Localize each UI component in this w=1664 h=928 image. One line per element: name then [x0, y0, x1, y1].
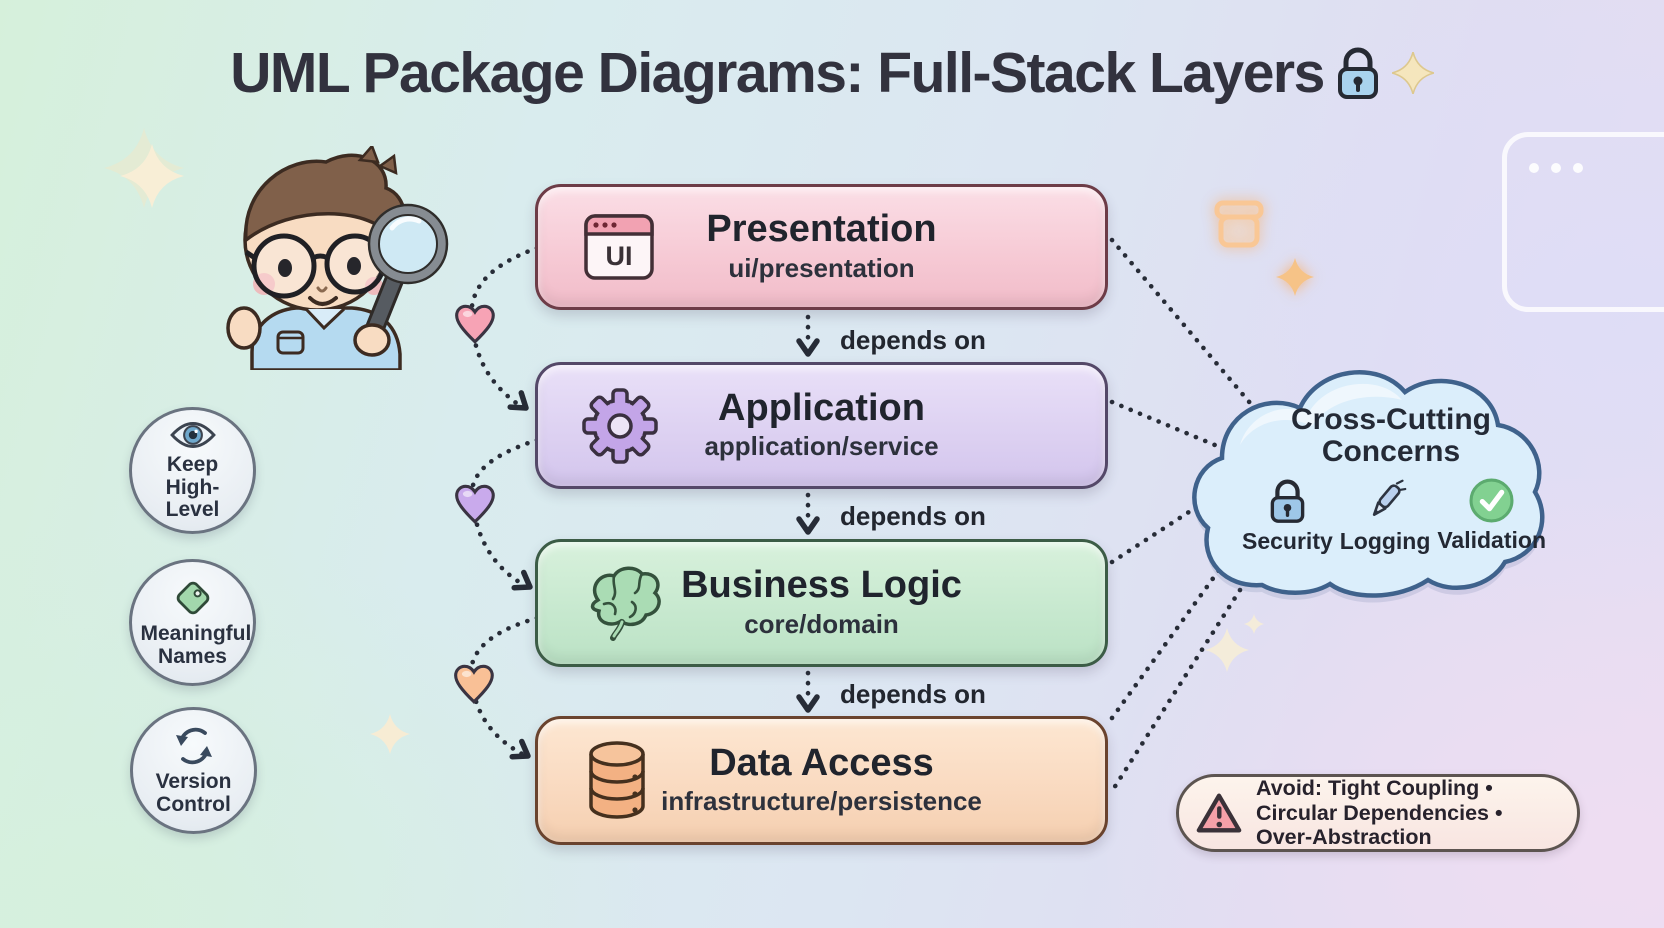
line-data-cloud: [1109, 534, 1246, 721]
pen-icon: [1372, 479, 1407, 516]
curve-business-data: [468, 615, 540, 758]
tip-label: Keep High-Level: [165, 452, 220, 522]
page-title: UML Package Diagrams: Full-Stack Layers: [230, 41, 1325, 105]
layer-box-business-logic: Business Logic core/domain: [535, 539, 1108, 667]
cloud-item-label: Security: [1242, 528, 1333, 554]
database-icon: [589, 740, 645, 819]
layer-box-application: Application application/service: [535, 362, 1108, 489]
window-dot-icon: [1551, 163, 1561, 173]
hearts: [454, 304, 495, 704]
svg-text:UI: UI: [606, 241, 633, 271]
mascot-collar: [304, 307, 346, 331]
warning-triangle-icon: [1196, 793, 1242, 833]
tip-badge-meaningful-names: Meaningful Names: [129, 559, 256, 686]
sparkle-icon: [1244, 614, 1264, 634]
layer-title: Presentation: [706, 208, 937, 251]
sparkle-icon: [1205, 628, 1249, 672]
eye-icon: [169, 422, 216, 448]
mascot-left-hand: [226, 306, 262, 350]
layer-title: Application: [718, 386, 925, 429]
cloud-item-security: Security: [1242, 478, 1333, 555]
window-dot-icon: [1573, 163, 1583, 173]
package-icon: [1214, 200, 1264, 248]
check-icon: [1469, 478, 1514, 523]
sparkle-icon: [370, 714, 410, 754]
sync-icon: [175, 728, 212, 765]
warning-text: Avoid: Tight Coupling • Circular Depende…: [1256, 776, 1503, 850]
tip-label: Meaningful Names: [140, 622, 252, 668]
cloud-item-label: Validation: [1437, 527, 1546, 553]
browser-ui-icon: UI: [584, 214, 654, 280]
line-application-cloud: [1109, 399, 1225, 451]
mascot-character: [226, 146, 449, 370]
layer-package-path: ui/presentation: [728, 252, 915, 283]
page-title-row: UML Package Diagrams: Full-Stack Layers: [0, 40, 1664, 106]
sparkle-icon: [1276, 258, 1314, 296]
mascot-hair: [244, 153, 407, 244]
layer-package-path: infrastructure/persistence: [661, 786, 982, 817]
gear-icon: [582, 387, 658, 464]
layer-package-path: application/service: [704, 431, 939, 462]
cloud-items: Security Logging Validation: [1242, 478, 1546, 555]
depends-on-label: depends on: [840, 679, 986, 709]
layer-title: Data Access: [709, 741, 934, 784]
layer-title: Business Logic: [681, 564, 962, 607]
lock-icon: [1270, 479, 1305, 523]
layer-box-data-access: Data Access infrastructure/persistence: [535, 716, 1108, 845]
line-presentation-cloud: [1109, 237, 1259, 413]
tip-badge-version-control: Version Control: [130, 707, 257, 834]
mascot-pocket: [276, 330, 305, 355]
cloud-item-validation: Validation: [1437, 478, 1546, 555]
ghost-window-decoration: [1502, 132, 1664, 312]
cloud-item-logging: Logging: [1339, 478, 1431, 555]
tip-badge-keep-high-level: Keep High-Level: [129, 407, 256, 534]
tag-icon: [176, 582, 209, 615]
cloud-title: Cross-Cutting Concerns: [1291, 403, 1491, 469]
layer-box-presentation: UI Presentation ui/presentation: [535, 184, 1108, 310]
layer-package-path: core/domain: [744, 608, 899, 639]
tip-label: Version Control: [155, 770, 232, 816]
window-dot-icon: [1529, 163, 1539, 173]
sparkle-icon: [1391, 52, 1434, 94]
brain-icon: [590, 566, 661, 641]
line-cloud-warning: [1111, 587, 1243, 791]
arrowheads: [507, 338, 820, 760]
depends-on-label: depends on: [840, 325, 986, 355]
lock-icon: [1337, 47, 1378, 99]
sparkles: [104, 128, 1314, 754]
cross-cutting-cloud-shape: [1192, 370, 1545, 603]
heart-peach-icon: [454, 664, 494, 704]
heart-pink-icon: [455, 304, 495, 344]
warning-callout: Avoid: Tight Coupling • Circular Depende…: [1176, 774, 1580, 852]
depends-on-label: depends on: [840, 501, 986, 531]
heart-purple-icon: [455, 484, 495, 524]
cloud-item-label: Logging: [1339, 528, 1431, 554]
magnifier-icon: [353, 203, 449, 357]
sparkle-icon: [120, 144, 184, 208]
